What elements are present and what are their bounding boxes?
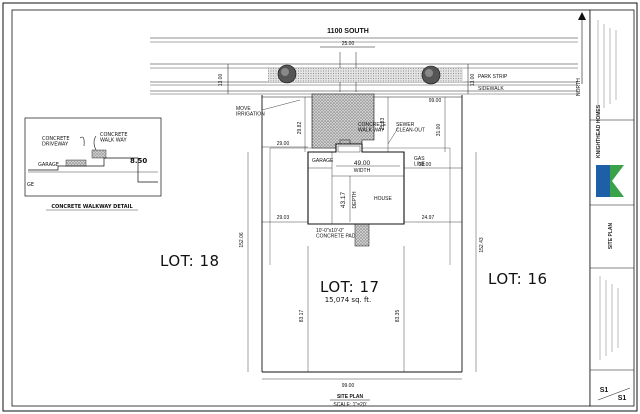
street-name: 1100 SOUTH: [327, 28, 369, 35]
dim-152-06: 152.06: [239, 232, 245, 248]
company-logo: KNIGHTHEAD HOMES: [596, 104, 624, 197]
garage-label: GARAGE: [312, 158, 334, 164]
detail-title: CONCRETE WALKWAY DETAIL: [51, 204, 133, 210]
detail-leader-2: [93, 135, 97, 151]
sheet-number: S1: [600, 387, 609, 394]
dim-24-97: 24.97: [422, 215, 435, 221]
lot-lines: [261, 95, 463, 373]
dim-28-right: 28.00: [419, 162, 432, 168]
house-label: HOUSE: [374, 196, 392, 202]
driveway-fill: [311, 93, 375, 149]
detail-ge: GE: [27, 182, 34, 188]
lot-17-area: 15,074 sq. ft.: [325, 296, 372, 304]
depth-label: DEPTH: [352, 191, 358, 208]
house-footprint: [307, 143, 405, 225]
dim-83-35: 83.35: [395, 310, 401, 323]
dim-99-bottom: 99.00: [342, 383, 355, 389]
dim-152-43: 152.43: [479, 237, 485, 253]
lot-17-label: LOT: 17: [320, 278, 380, 296]
dim-29-03: 29.03: [277, 215, 290, 221]
move-irrigation-leader: [261, 99, 301, 111]
north-label: NORTH: [576, 78, 582, 96]
dim-29-left: 29.00: [277, 141, 290, 147]
tree-right: [421, 65, 441, 85]
lot-16-label: LOT: 16: [488, 270, 548, 288]
north-arrow: NORTH: [576, 12, 586, 96]
dim-43: 43.17: [340, 191, 347, 208]
dim-29-82: 29.82: [297, 122, 303, 135]
dim-49: 49.00: [354, 160, 371, 167]
company-name: KNIGHTHEAD HOMES: [596, 104, 602, 158]
detail-outline: [28, 157, 158, 183]
site-plan-title: SITE PLAN: [337, 394, 364, 400]
detail-driveway-fill: [65, 159, 87, 167]
sidewalk-label: SIDEWALK: [478, 86, 504, 92]
tree-left: [277, 64, 297, 84]
dim-25-83: 25.83: [380, 118, 386, 131]
dim-83-17: 83.17: [299, 310, 305, 323]
dim-top-width: 25.00: [342, 41, 355, 47]
lot-18-label: LOT: 18: [160, 252, 220, 270]
detail-leader-1: [79, 136, 85, 147]
park-strip-label: PARK STRIP: [478, 74, 508, 80]
street-lines: [150, 37, 578, 95]
dim-13-right: 13.00: [470, 74, 476, 87]
width-label: WIDTH: [354, 168, 371, 174]
sheet-total: S1: [618, 395, 627, 402]
dim-99-top: 99.00: [429, 98, 442, 104]
detail-garage: GARAGE: [38, 162, 59, 168]
sewer-leader: [387, 127, 399, 145]
detail-value: 8.50: [130, 157, 147, 165]
detail-walk-fill: [91, 149, 107, 159]
park-strip-fill: [268, 68, 463, 82]
dim-31: 31.00: [436, 124, 442, 137]
dim-13: 13.00: [218, 74, 224, 87]
sheet-title: SITE PLAN: [608, 223, 614, 250]
concrete-pad-label: 10'-0"x10'-0"CONCRETE PAD: [316, 228, 356, 240]
concrete-pad-fill: [354, 221, 370, 247]
house-internal-lines: [308, 145, 404, 224]
site-plan-scale: SCALE: 1"=20': [333, 402, 366, 408]
titleblock-fine-print: [597, 20, 619, 360]
